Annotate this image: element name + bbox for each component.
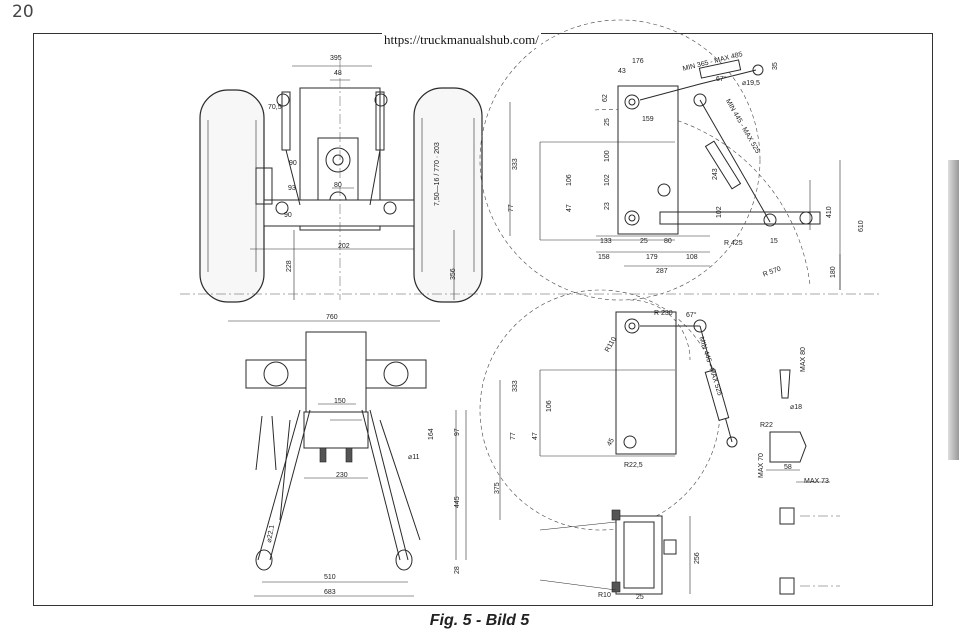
source-url: https://truckmanualshub.com/ — [382, 32, 541, 48]
dim-25c: 25 — [636, 594, 644, 601]
side-frame-lower — [615, 311, 677, 455]
rear-drawbar — [303, 411, 369, 449]
dim-25b: 25 — [640, 238, 648, 245]
tire-spec: 7,50—16 / 770 · 203 — [434, 142, 441, 206]
dim-683: 683 — [324, 589, 336, 596]
dim-97: 97 — [454, 428, 461, 436]
dim-164: 164 — [428, 428, 435, 440]
dim-106b: 106 — [546, 400, 553, 412]
dim-356: 356 — [450, 268, 457, 280]
plan-view — [539, 509, 691, 595]
page-edge-shadow — [948, 160, 959, 460]
dim-90b: 90 — [284, 212, 292, 219]
figure-caption: Fig. 5 - Bild 5 — [429, 612, 530, 629]
side-view-lower — [479, 289, 738, 531]
dim-133: 133 — [600, 238, 612, 245]
dim-202: 202 — [338, 243, 350, 250]
right-tire — [413, 87, 483, 303]
dim-11: ⌀11 — [408, 454, 420, 461]
max-80: MAX 80 — [800, 347, 807, 372]
dim-243: 243 — [712, 168, 719, 180]
max-73: MAX 73 — [804, 478, 829, 485]
rear-view — [245, 331, 467, 597]
dim-43: 43 — [618, 68, 626, 75]
angle-67b: 67° — [686, 312, 697, 319]
dim-70-5: 70,5 — [268, 104, 282, 111]
dim-80: 80 — [334, 182, 342, 189]
dim-287: 287 — [656, 268, 668, 275]
dim-48: 48 — [334, 70, 342, 77]
dim-47b: 47 — [532, 432, 539, 440]
dim-58: 58 — [784, 464, 792, 471]
side-view-top — [479, 19, 841, 301]
detail-parts — [766, 369, 840, 595]
dim-77: 77 — [508, 204, 515, 212]
dim-106: 106 — [566, 174, 573, 186]
dim-333: 333 — [512, 158, 519, 170]
dim-25: 25 — [604, 118, 611, 126]
dim-610: 610 — [858, 220, 865, 232]
dim-228: 228 — [286, 260, 293, 272]
plan-frame — [615, 515, 663, 595]
dim-395: 395 — [330, 55, 342, 62]
dim-28: 28 — [454, 566, 461, 574]
dim-445: 445 — [454, 496, 461, 508]
side-frame-top — [617, 85, 679, 235]
dim-180: 180 — [830, 266, 837, 278]
radius-22: R22 — [760, 422, 773, 429]
dim-176: 176 — [632, 58, 644, 65]
dim-410: 410 — [826, 206, 833, 218]
dim-18: ⌀18 — [790, 404, 803, 411]
dim-179: 179 — [646, 254, 658, 261]
dim-256: 256 — [694, 552, 701, 564]
front-view — [180, 60, 880, 322]
dim-159: 159 — [642, 116, 654, 123]
dim-15: 15 — [770, 238, 778, 245]
dim-333b: 333 — [512, 380, 519, 392]
dim-102b: 102 — [716, 206, 723, 218]
dim-100: 100 — [604, 150, 611, 162]
dim-19-5: ⌀19,5 — [742, 80, 760, 87]
dim-47: 47 — [566, 204, 573, 212]
dim-158: 158 — [598, 254, 610, 261]
dim-90: 90 — [289, 160, 297, 167]
dim-102: 102 — [604, 174, 611, 186]
dim-77b: 77 — [510, 432, 517, 440]
radius-22-5: R22,5 — [624, 462, 643, 469]
radius-425: R 425 — [724, 240, 743, 247]
dim-108: 108 — [686, 254, 698, 261]
dim-230: 230 — [336, 472, 348, 479]
dim-760: 760 — [326, 314, 338, 321]
dim-93: 93 — [288, 185, 296, 192]
max-70: MAX 70 — [758, 453, 765, 478]
dim-375: 375 — [494, 482, 501, 494]
dim-510: 510 — [324, 574, 336, 581]
dim-23: 23 — [604, 202, 611, 210]
left-tire — [199, 89, 265, 303]
rear-housing — [305, 331, 367, 415]
dim-35: 35 — [772, 62, 779, 70]
radius-230: R 230 — [654, 310, 673, 317]
angle-67: 67° — [716, 76, 727, 83]
dim-62: 62 — [602, 94, 609, 102]
dim-80b: 80 — [664, 238, 672, 245]
radius-10: R10 — [598, 592, 611, 599]
dim-150: 150 — [334, 398, 346, 405]
page-number: 20 — [12, 2, 34, 22]
